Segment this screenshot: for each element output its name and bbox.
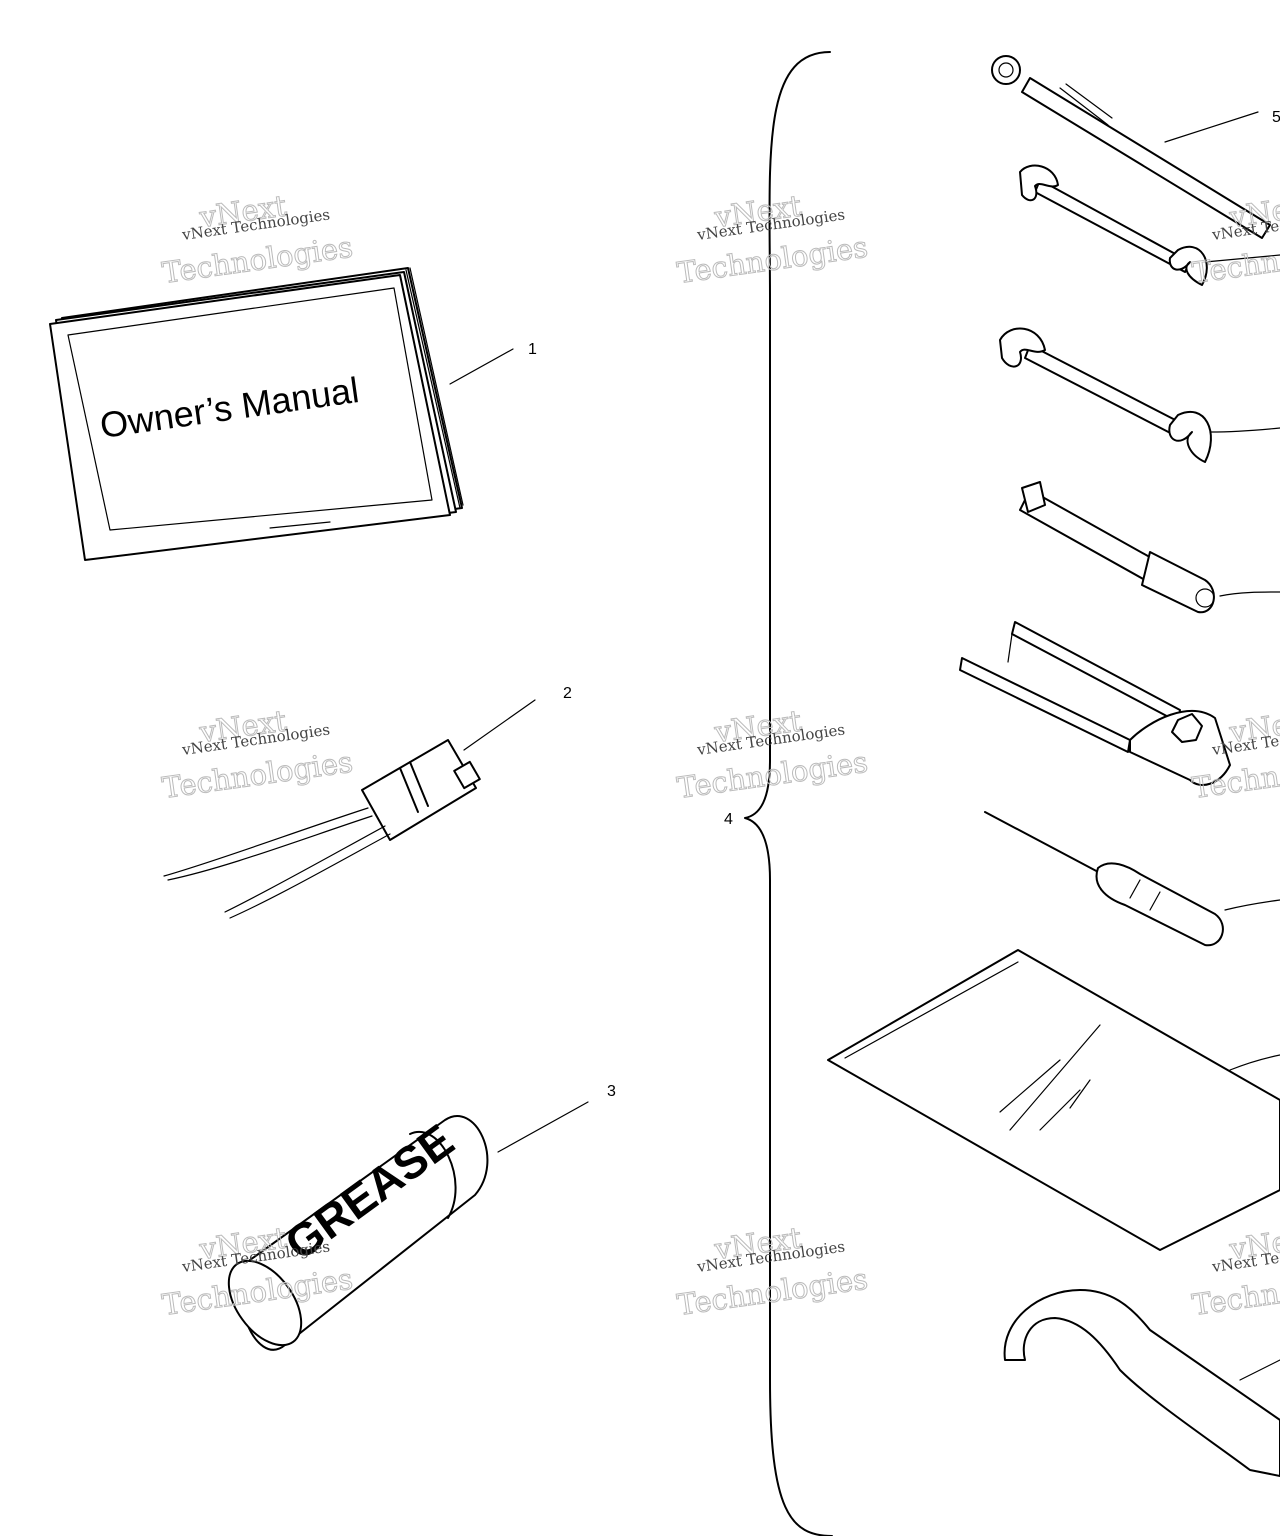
tool-holder xyxy=(959,621,1231,786)
screwdriver xyxy=(984,811,1280,947)
wrench-8-10 xyxy=(1019,164,1280,286)
callout-5: 5 xyxy=(1272,109,1280,126)
kit-brace xyxy=(744,51,833,1536)
watermark-a: vNext vNext Technologies Technologies xyxy=(160,188,356,291)
watermark-e: vNext vNext Technologies Technologies xyxy=(675,703,871,806)
wrench-12-14 xyxy=(999,327,1280,463)
owners-manual: Owner’s Manual xyxy=(49,267,514,561)
callout-1: 1 xyxy=(528,341,537,358)
callout-4: 4 xyxy=(724,811,733,828)
pressure-gauge xyxy=(991,55,1271,239)
tool-pouch xyxy=(827,949,1280,1251)
spark-plug-socket xyxy=(1019,481,1280,614)
callout-2: 2 xyxy=(563,685,572,702)
callout-3: 3 xyxy=(607,1083,616,1100)
spanner-wrench xyxy=(1003,1289,1280,1477)
connector xyxy=(163,699,536,919)
watermark-d: vNext vNext Technologies Technologies xyxy=(160,703,356,806)
watermark-h: vNext vNext Technologies Technologies xyxy=(675,1220,871,1323)
